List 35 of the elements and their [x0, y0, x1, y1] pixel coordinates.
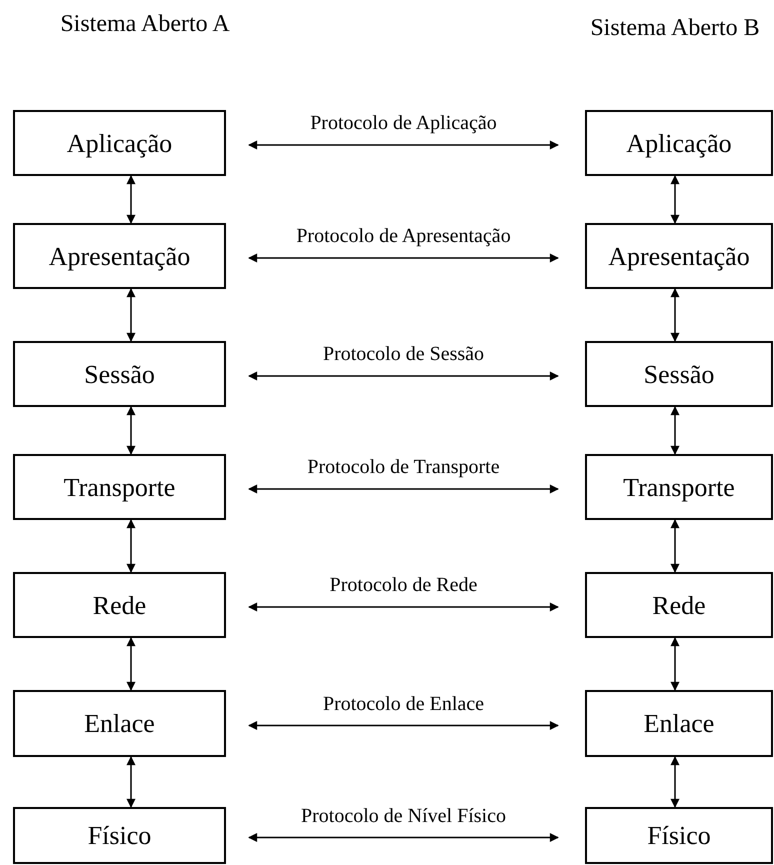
double-arrow — [126, 519, 136, 573]
layer-box: Rede — [13, 572, 226, 638]
double-arrow — [670, 519, 680, 573]
double-arrow — [126, 175, 136, 224]
double-arrow — [670, 756, 680, 808]
double-arrow — [126, 288, 136, 342]
double-arrow — [670, 637, 680, 691]
double-arrow — [126, 406, 136, 455]
layer-box: Enlace — [13, 690, 226, 757]
layer-box: Transporte — [13, 454, 226, 520]
double-arrow — [248, 833, 559, 842]
double-arrow — [248, 372, 559, 380]
layer-box: Sessão — [13, 341, 226, 407]
layer-box: Sessão — [585, 341, 773, 407]
layer-box: Físico — [585, 807, 773, 864]
layer-box: Rede — [585, 572, 773, 638]
system-heading: Sistema Aberto B — [589, 14, 761, 43]
double-arrow — [670, 288, 680, 342]
layer-box: Apresentação — [13, 223, 226, 289]
double-arrow — [248, 484, 559, 494]
double-arrow — [248, 254, 559, 262]
double-arrow — [126, 637, 136, 691]
layer-box: Enlace — [585, 690, 773, 757]
double-arrow — [248, 602, 559, 612]
system-heading: Sistema Aberto A — [60, 10, 230, 39]
layer-box: Apresentação — [585, 223, 773, 289]
layer-box: Aplicação — [13, 110, 226, 176]
double-arrow — [126, 756, 136, 808]
double-arrow — [670, 175, 680, 224]
double-arrow — [248, 140, 559, 150]
layer-box: Aplicação — [585, 110, 773, 176]
layer-box: Transporte — [585, 454, 773, 520]
double-arrow — [670, 406, 680, 455]
layer-box: Físico — [13, 807, 226, 864]
double-arrow — [248, 721, 559, 730]
